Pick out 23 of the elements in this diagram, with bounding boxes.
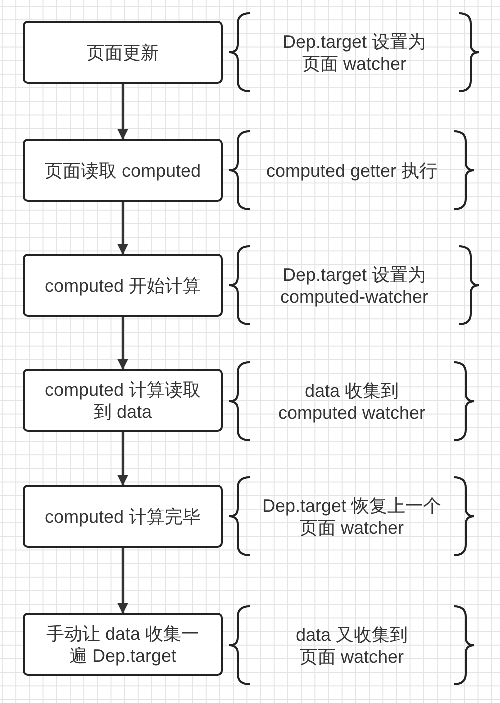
arrow [118,548,128,614]
arrow [118,317,128,370]
note-text: Dep.target 设置为 computed-watcher [279,264,430,308]
step-label: computed 计算完毕 [44,506,202,528]
note-text: data 又收集到页面 watcher [294,624,410,668]
arrow [118,432,128,486]
process-box [23,613,223,676]
note-text: computed getter 执行 [266,160,438,182]
step-label: computed 计算读取到 data [44,378,202,422]
arrow [118,84,128,140]
step-label: 页面读取 computed [44,160,202,182]
note-text: data 收集到 computed watcher [277,380,427,424]
process-box [23,139,223,202]
note-text: Dep.target 设置为页面 watcher [282,30,428,74]
step-label: 页面更新 [87,42,159,64]
note-text: Dep.target 恢复上一个页面 watcher [261,494,443,538]
process-box [23,254,223,317]
process-box [23,369,223,432]
arrow [118,202,128,256]
process-box [23,485,223,548]
process-box [23,21,223,84]
step-label: computed 开始计算 [44,274,202,296]
step-label: 手动让 data 收集一遍 Dep.target [45,622,201,666]
